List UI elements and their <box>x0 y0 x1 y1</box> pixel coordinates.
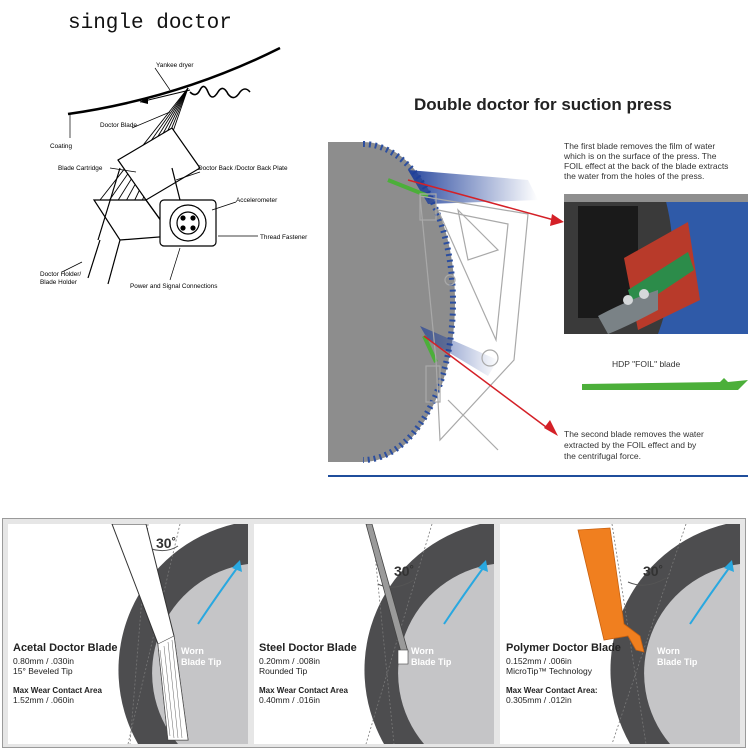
acetal-wear-value: 1.52mm / .060in <box>13 695 74 705</box>
label-doctor-holder-2: Blade Holder <box>40 279 78 286</box>
steel-wear-value: 0.40mm / .016in <box>259 695 320 705</box>
label-thread-fastener: Thread Fastener <box>260 234 308 241</box>
angle-label-polymer: 30˚ <box>643 563 664 579</box>
dryer-direction-arrow <box>139 89 191 103</box>
angle-label-steel: 30˚ <box>394 563 415 579</box>
label-coating: Coating <box>50 143 72 150</box>
polymer-spec-block: Polymer Doctor Blade 0.152mm / .006in Mi… <box>506 642 656 705</box>
polymer-spec-thickness: 0.152mm / .006in <box>506 656 572 666</box>
polymer-illustration <box>577 524 740 744</box>
second-blade-text: The second blade removes the water extra… <box>564 429 748 462</box>
acetal-blade-name: Acetal Doctor Blade <box>13 642 118 654</box>
foil-blade-caption: HDP "FOIL" blade <box>612 359 681 369</box>
double-doctor-diagram <box>328 141 748 477</box>
second-blade-line: extracted by the FOIL effect and by <box>564 440 697 450</box>
water-spray-lower <box>420 326 498 376</box>
acetal-spec-thickness: 0.80mm / .030in <box>13 656 74 666</box>
panel-acetal <box>8 524 248 744</box>
steel-wear-label: Max Wear Contact Area <box>259 686 348 695</box>
press-photo <box>564 194 748 334</box>
water-spray-upper <box>408 170 538 204</box>
single-doctor-diagram: Yankee dryer Doctor Blade Coating Blade … <box>40 46 308 290</box>
first-blade-line: the water from the holes of the press. <box>564 171 705 181</box>
worn-label-line: Blade Tip <box>181 657 222 667</box>
press-roll-holes <box>362 141 456 463</box>
label-doctor-blade: Doctor Blade <box>100 122 137 129</box>
angle-label-acetal: 30˚ <box>156 535 177 551</box>
suction-press-roll <box>328 142 455 462</box>
panel-polymer <box>500 524 740 744</box>
polymer-spec-tip: MicroTip™ Technology <box>506 666 592 676</box>
second-blade <box>422 335 438 363</box>
steel-illustration <box>364 524 494 744</box>
worn-label-polymer: Worn Blade Tip <box>657 646 697 668</box>
worn-label-line: Blade Tip <box>411 657 452 667</box>
acetal-spec-tip: 15° Beveled Tip <box>13 666 73 676</box>
first-blade-text: The first blade removes the film of wate… <box>564 141 748 181</box>
worn-label-line: Worn <box>657 646 680 656</box>
single-doctor-title: single doctor <box>68 12 232 35</box>
worn-label-acetal: Worn Blade Tip <box>181 646 221 668</box>
steel-blade-name: Steel Doctor Blade <box>259 642 357 654</box>
yankee-dryer-curve <box>67 46 281 116</box>
second-blade-line: The second blade removes the water <box>564 429 704 439</box>
accelerometer-sensor <box>159 199 217 247</box>
double-doctor-title: Double doctor for suction press <box>414 95 672 114</box>
first-blade <box>387 178 429 198</box>
label-power-signal: Power and Signal Connections <box>130 283 217 290</box>
first-blade-line: which is on the surface of the press. Th… <box>564 151 717 161</box>
polymer-blade-name: Polymer Doctor Blade <box>506 642 621 654</box>
polymer-wear-value: 0.305mm / .012in <box>506 695 572 705</box>
label-doctor-back: Doctor Back /Doctor Back Plate <box>198 165 288 172</box>
callout-arrows <box>407 179 564 436</box>
worn-label-line: Blade Tip <box>657 657 698 667</box>
steel-spec-tip: Rounded Tip <box>259 666 308 676</box>
first-blade-line: The first blade removes the film of wate… <box>564 141 716 151</box>
label-blade-cartridge: Blade Cartridge <box>58 165 103 172</box>
polymer-wear-label: Max Wear Contact Area: <box>506 686 598 695</box>
doctor-mechanism <box>419 193 529 451</box>
acetal-illustration <box>111 524 248 744</box>
foil-blade-shape <box>582 378 748 390</box>
worn-label-line: Worn <box>411 646 434 656</box>
acetal-wear-label: Max Wear Contact Area <box>13 686 102 695</box>
paper-web-wave <box>189 85 251 99</box>
steel-spec-thickness: 0.20mm / .008in <box>259 656 320 666</box>
second-blade-line: the centrifugal force. <box>564 451 642 461</box>
label-yankee-dryer: Yankee dryer <box>156 62 194 69</box>
worn-label-steel: Worn Blade Tip <box>411 646 451 668</box>
label-accelerometer: Accelerometer <box>236 197 278 204</box>
panel-steel <box>254 524 494 744</box>
acetal-spec-block: Acetal Doctor Blade 0.80mm / .030in 15° … <box>13 642 163 705</box>
steel-spec-block: Steel Doctor Blade 0.20mm / .008in Round… <box>259 642 409 705</box>
label-doctor-holder-1: Doctor Holder/ <box>40 271 81 278</box>
first-blade-line: FOIL effect at the back of the blade ext… <box>564 161 729 171</box>
doctor-blade-bundle <box>99 87 189 213</box>
worn-label-line: Worn <box>181 646 204 656</box>
